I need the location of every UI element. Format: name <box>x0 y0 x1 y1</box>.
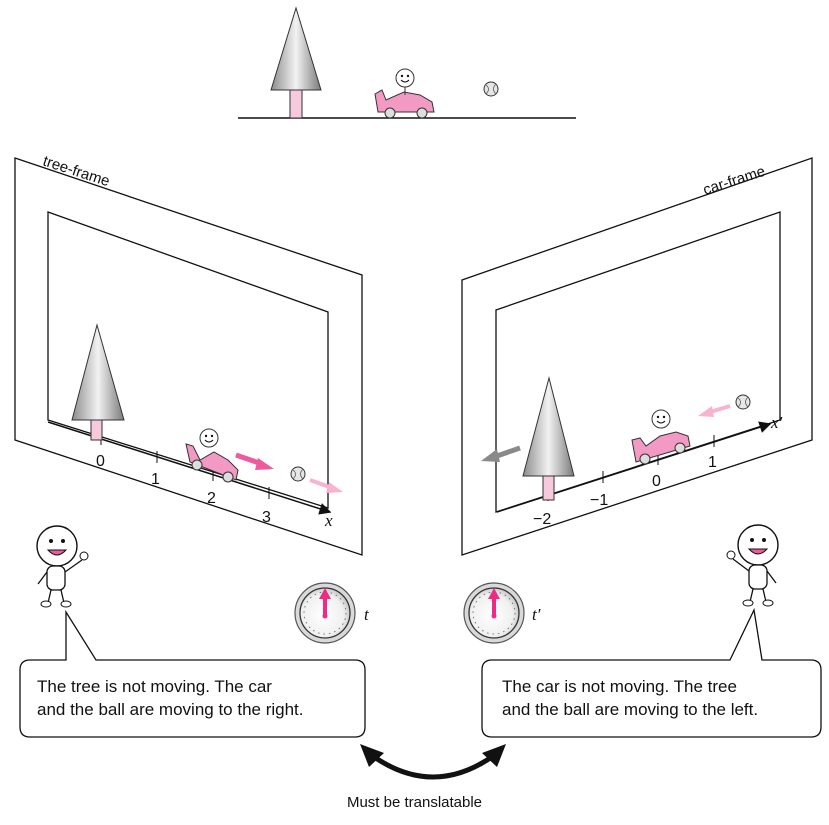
right-observer-icon <box>726 524 779 607</box>
right-bubble-text: The car is not moving. The tree and the … <box>502 675 758 721</box>
tree-frame-panel: tree-frame 0 1 2 3 x <box>14 153 363 556</box>
left-tree-icon <box>71 323 125 441</box>
ball-velocity-arrow-right <box>309 478 343 493</box>
left-ball-icon <box>290 466 306 482</box>
left-clock-icon <box>294 582 356 644</box>
x-tick-1: 1 <box>151 471 160 488</box>
top-ball-icon <box>483 81 499 97</box>
footer-label: Must be translatable <box>346 794 483 811</box>
left-speech-bubble <box>19 609 366 738</box>
x-axis-label: x <box>324 511 333 530</box>
ball-velocity-arrow-left <box>698 404 731 417</box>
right-clock-icon <box>463 582 525 644</box>
right-clock-label: t′ <box>532 605 541 624</box>
car-frame-panel: car-frame −2 −1 0 1 x′ <box>461 157 813 556</box>
top-scene <box>238 6 576 119</box>
car-velocity-arrow-right <box>235 452 274 470</box>
right-ball-icon <box>735 394 751 410</box>
right-bubble-line1: The car is not moving. The tree <box>502 677 737 696</box>
x-prime-tick-1: 1 <box>708 454 717 471</box>
x-prime-axis-label: x′ <box>770 413 783 432</box>
top-car-icon <box>374 68 435 119</box>
x-prime-tick-0: 0 <box>652 473 661 490</box>
x-tick-0: 0 <box>96 453 105 470</box>
left-bubble-line1: The tree is not moving. The car <box>37 677 272 696</box>
right-tree-icon <box>522 376 575 501</box>
left-bubble-line2: and the ball are moving to the right. <box>37 700 304 719</box>
translatable-double-arrow <box>360 744 506 780</box>
left-observer-icon <box>36 525 89 608</box>
x-tick-2: 2 <box>207 490 216 507</box>
right-speech-bubble <box>481 607 822 738</box>
left-bubble-text: The tree is not moving. The car and the … <box>37 675 304 721</box>
left-clock-label: t <box>364 605 370 624</box>
x-prime-tick-neg1: −1 <box>590 492 608 509</box>
right-bubble-line2: and the ball are moving to the left. <box>502 700 759 719</box>
top-tree-icon <box>270 6 322 119</box>
right-car-icon <box>631 409 691 465</box>
x-prime-tick-neg2: −2 <box>533 511 551 528</box>
x-tick-3: 3 <box>262 509 271 526</box>
tree-velocity-arrow-left <box>481 445 521 462</box>
left-car-icon <box>185 428 239 483</box>
